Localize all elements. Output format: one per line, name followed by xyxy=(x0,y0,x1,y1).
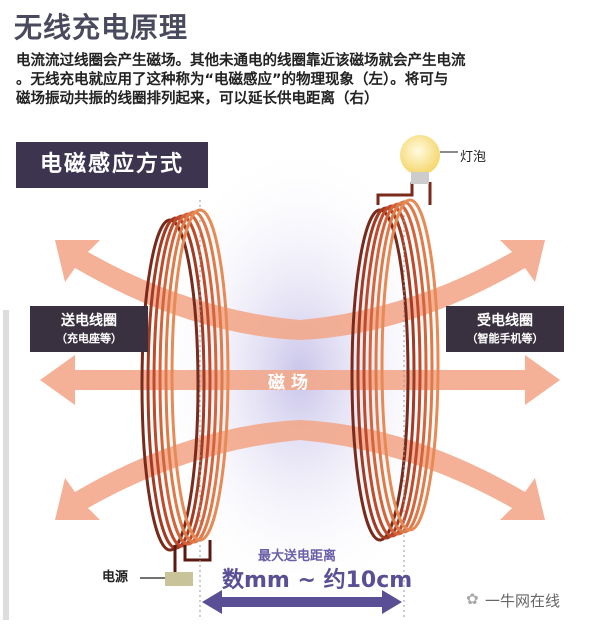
lightbulb-icon xyxy=(400,135,458,184)
description-line: 。无线充电就应用了这种称为“电磁感应”的物理现象（左）。将可与 xyxy=(16,72,449,88)
transmitter-title: 送电线圈 xyxy=(61,313,117,329)
description-line: 磁场振动共振的线圈排列起来，可以延长供电距离（右） xyxy=(16,91,379,107)
description: 电流流过线圈会产生磁场。其他未通电的线圈靠近该磁场就会产生电流 。无线充电就应用… xyxy=(16,52,586,109)
distance-value: 数mm ~ 约10cm xyxy=(222,568,413,593)
power-source xyxy=(165,572,193,586)
page-title: 无线充电原理 xyxy=(14,11,189,44)
receiver-title: 受电线圈 xyxy=(477,313,533,329)
receiver-sub: （智能手机等） xyxy=(466,332,544,345)
field-arrow-horizontal xyxy=(40,355,560,405)
distance-arrow xyxy=(202,590,402,614)
wechat-icon: ✿ xyxy=(466,590,479,608)
watermark: 一牛网在线 xyxy=(485,592,561,610)
receiver-label: 受电线圈 （智能手机等） xyxy=(446,306,564,352)
field-arrow-upper xyxy=(55,240,545,340)
transmitter-label: 送电线圈 （充电座等） xyxy=(30,306,148,352)
field-label: 磁场 xyxy=(268,373,314,393)
bulb-label: 灯泡 xyxy=(460,150,487,165)
method-label: 电磁感应方式 xyxy=(16,142,208,188)
power-label: 电源 xyxy=(102,570,129,585)
description-line: 电流流过线圈会产生磁场。其他未通电的线圈靠近该磁场就会产生电流 xyxy=(16,53,466,69)
distance-caption: 最大送电距离 xyxy=(258,549,337,564)
transmitter-sub: （充电座等） xyxy=(56,332,122,345)
